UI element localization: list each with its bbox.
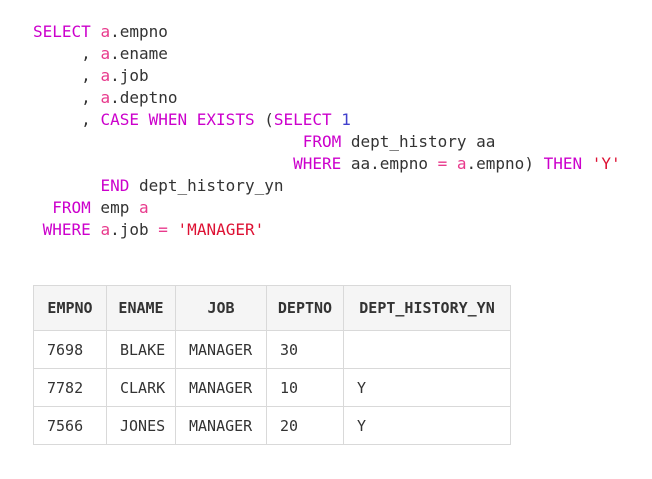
table-cell (343, 330, 511, 369)
table-cell: BLAKE (106, 330, 176, 369)
code-line: , a.deptno (33, 87, 621, 109)
table-cell: 7698 (33, 330, 107, 369)
sql-token-kw: WHERE (42, 220, 91, 239)
sql-token-pl: aa.empno (341, 154, 438, 173)
sql-token-num: 1 (341, 110, 351, 129)
column-header: EMPNO (33, 285, 107, 331)
sql-token-pl: , (33, 88, 101, 107)
sql-token-pl (91, 22, 101, 41)
sql-code-block: SELECT a.empno , a.ename , a.job , a.dep… (33, 21, 621, 241)
column-header: ENAME (106, 285, 176, 331)
code-line: WHERE a.job = 'MANAGER' (33, 219, 621, 241)
sql-token-pl (33, 198, 52, 217)
table-cell: 10 (266, 368, 344, 407)
table-cell: 7566 (33, 406, 107, 445)
code-line: FROM emp a (33, 197, 621, 219)
sql-token-al: a (100, 44, 111, 63)
sql-token-op: = (158, 220, 168, 239)
table-cell: 30 (266, 330, 344, 369)
sql-token-pl (139, 110, 149, 129)
sql-token-al: a (138, 198, 149, 217)
sql-token-kw: FROM (302, 132, 342, 151)
table-cell: CLARK (106, 368, 176, 407)
sql-token-pl (91, 220, 101, 239)
sql-token-pl: , (33, 66, 101, 85)
sql-token-kw: FROM (52, 198, 91, 217)
code-line: END dept_history_yn (33, 175, 621, 197)
sql-token-kw: SELECT (273, 110, 332, 129)
sql-token-kw: END (100, 176, 130, 195)
sql-token-al: a (100, 88, 111, 107)
sql-token-pl (33, 176, 100, 195)
code-line: , a.ename (33, 43, 621, 65)
sql-token-pl: .job (110, 66, 149, 85)
sql-token-pl: .deptno (110, 88, 178, 107)
code-line: SELECT a.empno (33, 21, 621, 43)
table-cell: 20 (266, 406, 344, 445)
sql-token-pl (187, 110, 197, 129)
table-cell: MANAGER (175, 330, 267, 369)
sql-token-pl (582, 154, 592, 173)
sql-token-pl: dept_history aa (341, 132, 496, 151)
sql-token-pl (33, 154, 293, 173)
sql-token-kw: CASE (100, 110, 139, 129)
sql-token-pl: , (33, 110, 101, 129)
sql-token-pl (33, 132, 303, 151)
code-line: , a.job (33, 65, 621, 87)
sql-token-pl: .ename (110, 44, 168, 63)
sql-token-kw: THEN (543, 154, 583, 173)
sql-token-kw: WHERE (293, 154, 342, 173)
sql-token-pl: dept_history_yn (129, 176, 284, 195)
table-cell: Y (343, 368, 511, 407)
code-line: WHERE aa.empno = a.empno) THEN 'Y' (33, 153, 621, 175)
code-line: FROM dept_history aa (33, 131, 621, 153)
sql-token-al: a (100, 66, 111, 85)
sql-token-al: a (100, 22, 111, 41)
column-header: DEPTNO (266, 285, 344, 331)
sql-token-pl (447, 154, 457, 173)
sql-token-pl: .empno) (466, 154, 544, 173)
table-cell: Y (343, 406, 511, 445)
sql-token-kw: SELECT (33, 22, 91, 41)
table-cell: MANAGER (175, 368, 267, 407)
sql-token-pl (33, 220, 43, 239)
sql-token-pl: .job (110, 220, 159, 239)
sql-token-kw: EXISTS (196, 110, 255, 129)
code-line: , CASE WHEN EXISTS (SELECT 1 (33, 109, 621, 131)
sql-token-pl: , (33, 44, 101, 63)
table-cell: MANAGER (175, 406, 267, 445)
table-cell: JONES (106, 406, 176, 445)
sql-token-str: 'MANAGER' (177, 220, 265, 239)
sql-token-op: = (437, 154, 448, 173)
sql-token-pl (168, 220, 178, 239)
sql-token-al: a (456, 154, 467, 173)
sql-token-kw: WHEN (148, 110, 188, 129)
table-cell: 7782 (33, 368, 107, 407)
sql-token-pl: ( (254, 110, 274, 129)
sql-token-pl: emp (90, 198, 139, 217)
column-header: JOB (175, 285, 267, 331)
sql-token-al: a (100, 220, 111, 239)
sql-token-pl (332, 110, 342, 129)
column-header: DEPT_HISTORY_YN (343, 285, 511, 331)
sql-token-pl: .empno (110, 22, 168, 41)
sql-token-str: 'Y' (591, 154, 621, 173)
